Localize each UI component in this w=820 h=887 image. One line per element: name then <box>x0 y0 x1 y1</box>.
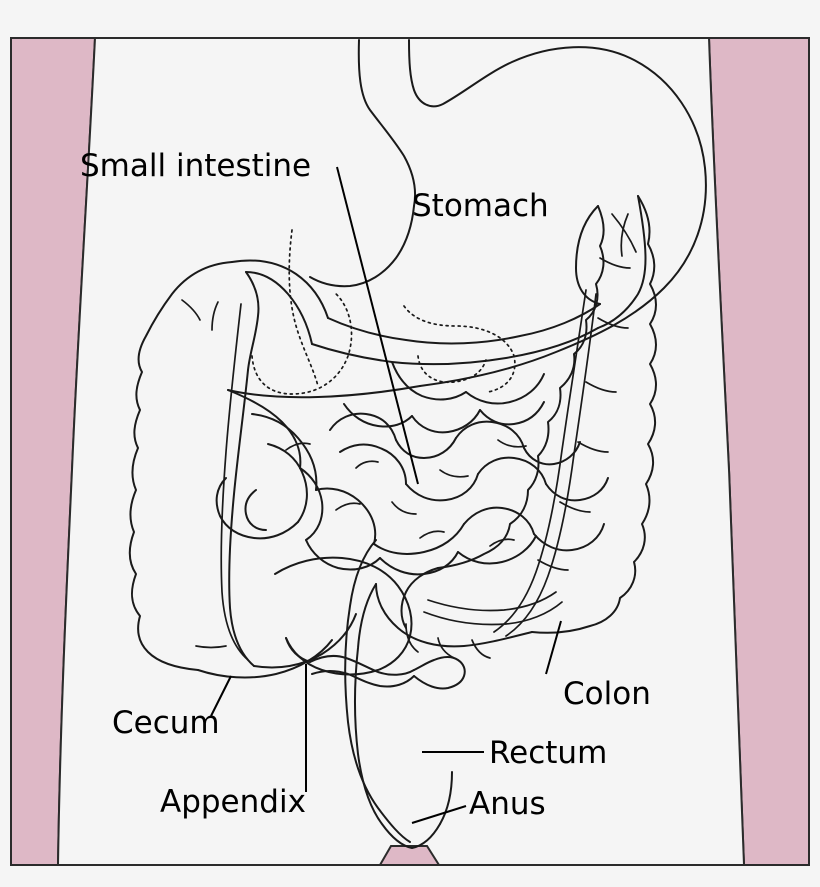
organ-labels-group: Small intestine Stomach Cecum Appendix C… <box>80 148 651 822</box>
torso-cavity <box>58 38 744 865</box>
ascending-colon <box>128 259 329 671</box>
leader-lines-group <box>210 166 562 824</box>
leader-anus <box>411 805 467 824</box>
leader-cecum <box>210 675 232 717</box>
cecum-organ <box>197 556 413 679</box>
label-appendix: Appendix <box>160 784 306 820</box>
label-rectum: Rectum <box>489 735 607 771</box>
descending-colon <box>437 195 657 637</box>
label-stomach: Stomach <box>412 188 549 224</box>
label-small-intestine: Small intestine <box>80 148 311 184</box>
body-outline-right <box>708 37 745 866</box>
small-intestine-loops <box>215 361 609 576</box>
body-outline-left <box>57 37 96 866</box>
label-colon: Colon <box>563 676 651 712</box>
sigmoid-colon <box>375 567 563 659</box>
transverse-colon <box>311 303 601 366</box>
leader-colon <box>545 620 562 675</box>
label-anus: Anus <box>469 786 546 822</box>
hidden-duodenum-dotted <box>251 229 516 395</box>
appendix-organ <box>309 654 466 690</box>
leader-small-intestine <box>336 166 419 485</box>
rectum-organ <box>344 539 453 849</box>
label-cecum: Cecum <box>112 705 220 741</box>
